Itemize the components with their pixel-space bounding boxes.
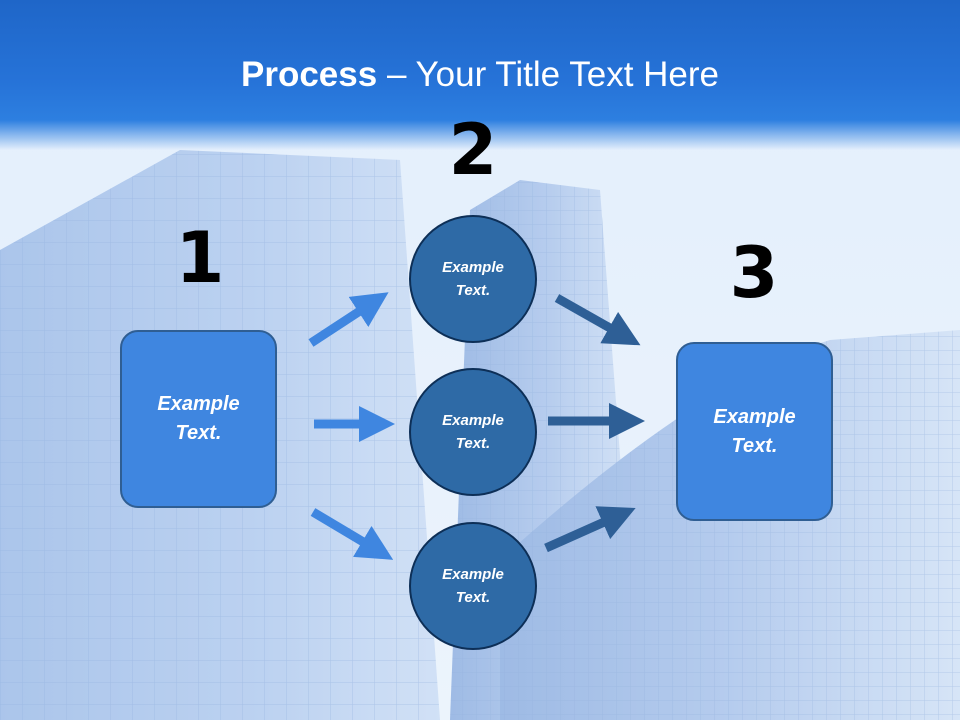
title-bold: Process (241, 55, 378, 94)
step-2-text-middle: Example Text. (442, 412, 504, 452)
title-rest: – Your Title Text Here (377, 55, 719, 94)
arrow-1-to-top (308, 292, 389, 347)
step-1-box: Example Text. (120, 330, 277, 508)
arrow-bottom-to-3 (544, 506, 636, 553)
step-3-box: Example Text. (676, 342, 833, 521)
step-3-text: Example Text. (713, 405, 796, 457)
slide-title: Process – Your Title Text Here (0, 53, 960, 97)
arrow-1-to-bottom (310, 508, 394, 560)
step-2-text-bottom: Example Text. (442, 566, 504, 606)
step-number-3: 3 (729, 232, 779, 314)
step-number-2: 2 (448, 109, 498, 191)
step-2-circle-top: Example Text. (409, 215, 537, 343)
header-band (0, 0, 960, 150)
step-2-text-top: Example Text. (442, 259, 504, 299)
step-1-text: Example Text. (157, 393, 240, 444)
step-number-1: 1 (175, 217, 225, 299)
step-2-circle-bottom: Example Text. (409, 522, 537, 650)
arrow-top-to-3 (554, 294, 641, 346)
step-2-circle-middle: Example Text. (409, 368, 537, 496)
